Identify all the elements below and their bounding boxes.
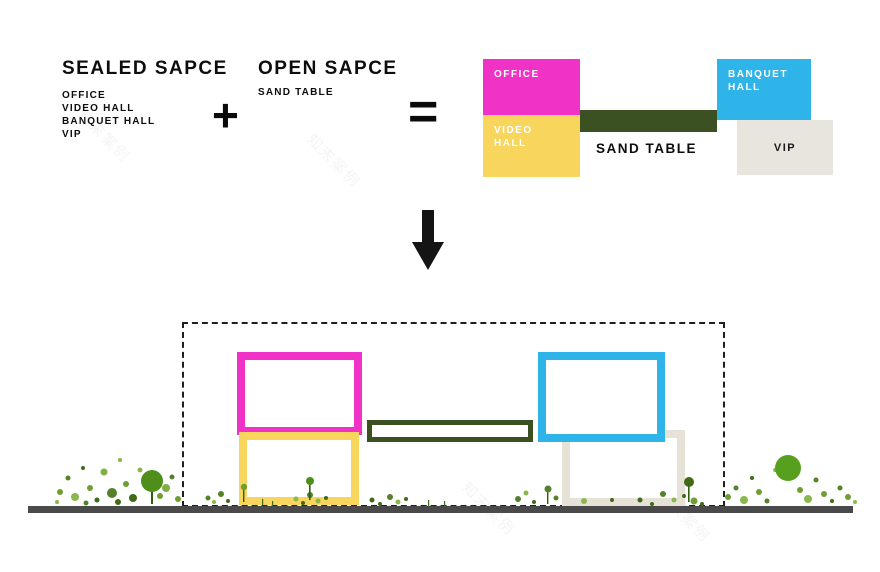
sand-table-bar — [580, 110, 717, 132]
vip-block: VIP — [737, 120, 833, 175]
plus-sign: + — [212, 89, 239, 141]
video-hall-block-label: VIDEO HALL — [494, 125, 533, 149]
vip-block-label: VIP — [773, 141, 797, 154]
office-block: OFFICE — [483, 59, 580, 115]
sealed-space-title: SEALED SAPCE — [62, 58, 228, 79]
sealed-space-list: OFFICE VIDEO HALL BANQUET HALL VIP — [62, 89, 228, 141]
sealed-item-vip: VIP — [62, 129, 82, 140]
open-space-subtitle: SAND TABLE — [258, 87, 334, 98]
banquet-hall-outline-box — [538, 352, 665, 442]
sealed-item-office: OFFICE — [62, 90, 106, 101]
sealed-space-group: SEALED SAPCE OFFICE VIDEO HALL BANQUET H… — [62, 58, 228, 141]
video-hall-block: VIDEO HALL — [483, 115, 580, 177]
office-outline-box — [237, 352, 362, 435]
down-arrow-icon — [412, 210, 444, 270]
ground-line — [28, 506, 853, 513]
watermark: 知末案例 — [303, 131, 364, 192]
banquet-hall-block-label: BANQUET HALL — [728, 69, 788, 93]
video-hall-outline-box — [239, 432, 359, 505]
sand-table-outline-bar — [367, 420, 533, 442]
equals-sign: = — [408, 83, 439, 141]
open-space-group: OPEN SAPCE SAND TABLE — [258, 58, 398, 98]
office-block-label: OFFICE — [494, 69, 540, 80]
sand-table-label: SAND TABLE — [596, 141, 697, 156]
banquet-hall-block: BANQUET HALL — [717, 59, 811, 120]
sealed-item-video-hall: VIDEO HALL — [62, 103, 135, 114]
open-space-title: OPEN SAPCE — [258, 58, 398, 79]
sealed-item-banquet-hall: BANQUET HALL — [62, 116, 156, 127]
